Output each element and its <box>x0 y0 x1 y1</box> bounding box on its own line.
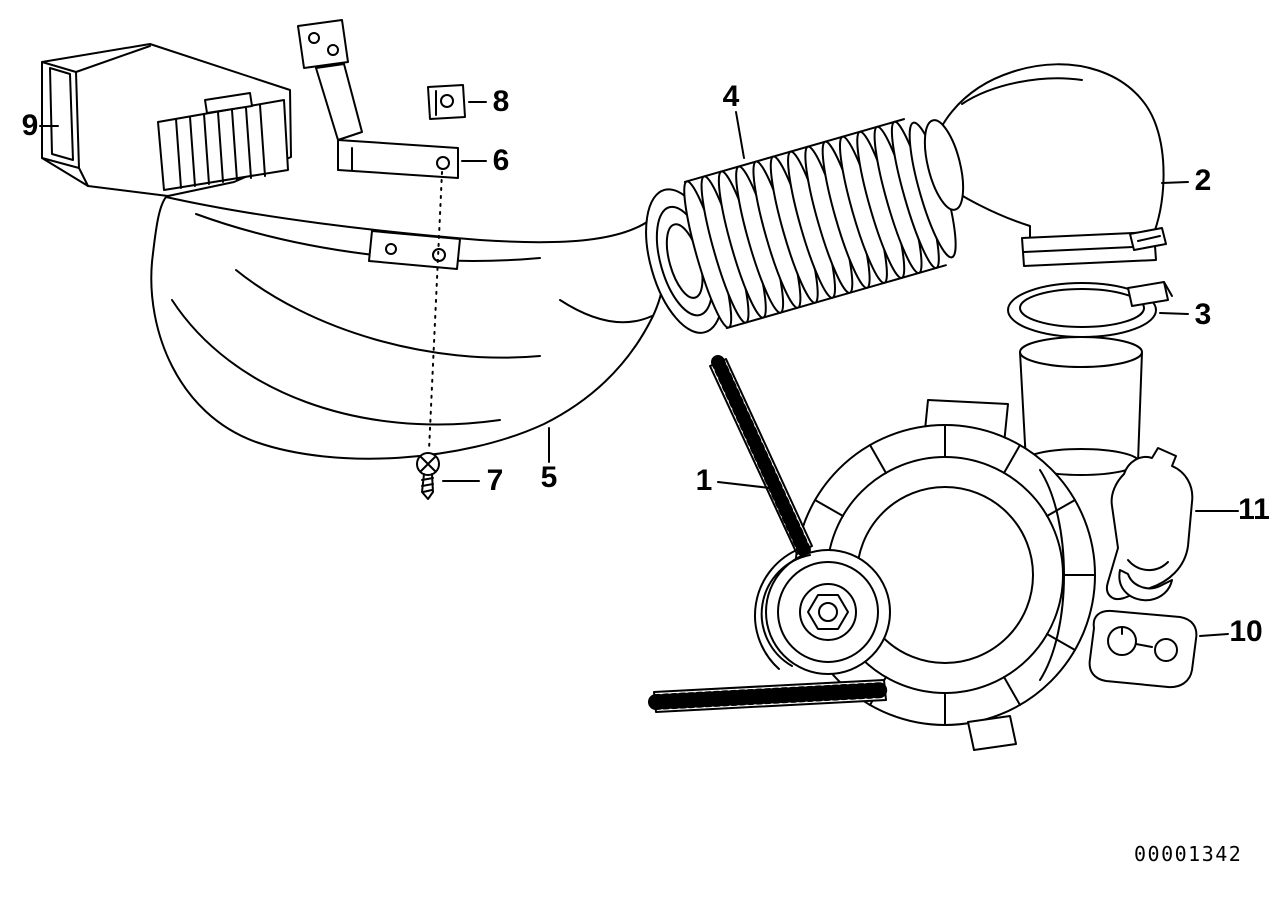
callout-2: 2 <box>1194 164 1212 197</box>
leader-lines <box>39 101 1239 637</box>
callout-3: 3 <box>1194 298 1212 331</box>
part-3-hose-clamp <box>1007 281 1173 338</box>
part-7-screw <box>416 171 443 500</box>
diagram-id: 00001342 <box>1134 842 1243 866</box>
callout-8: 8 <box>492 85 510 118</box>
pulley <box>754 548 891 675</box>
callout-6: 6 <box>492 144 510 177</box>
intake-stub <box>1019 336 1143 476</box>
part-1-v-belt <box>648 355 892 713</box>
callout-11: 11 <box>1238 493 1270 526</box>
callout-9: 9 <box>21 109 39 142</box>
part-2-elbow-pipe <box>923 63 1167 267</box>
callout-10: 10 <box>1229 615 1263 648</box>
callout-1: 1 <box>695 464 713 497</box>
part-10-holder <box>1088 609 1198 689</box>
part-8-clip-nut <box>427 84 466 120</box>
part-11-clip <box>1106 447 1194 602</box>
part-6-bracket <box>297 19 459 179</box>
part-4-flexible-hose <box>645 118 957 334</box>
part-5-air-duct <box>150 196 666 460</box>
callout-7: 7 <box>486 464 504 497</box>
part-9-intake-scoop <box>41 43 292 197</box>
callout-4: 4 <box>722 80 740 113</box>
callout-5: 5 <box>540 461 558 494</box>
